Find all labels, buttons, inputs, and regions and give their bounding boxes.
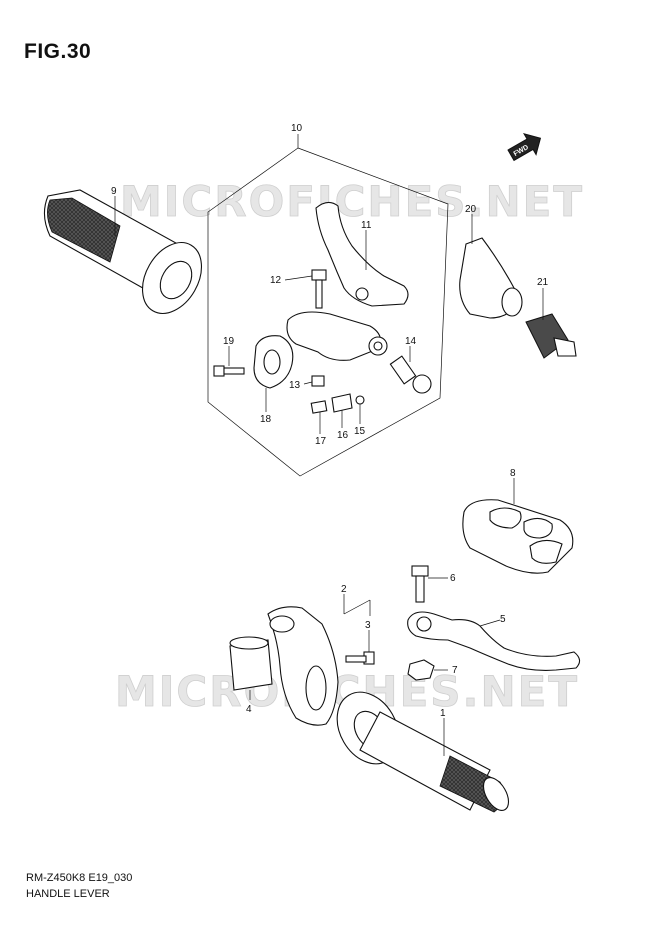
watermark-top: MICROFICHES.NET	[120, 177, 584, 226]
callout-3: 3	[365, 620, 371, 631]
bolt-part-6	[411, 565, 429, 603]
adjuster-part-14	[389, 355, 432, 394]
leader-lines	[114, 196, 544, 756]
callout-2: 2	[341, 584, 347, 595]
callout-1: 1	[440, 708, 446, 719]
callout-15: 15	[354, 426, 366, 437]
callout-18: 18	[260, 414, 272, 425]
dust-cover-part-20	[459, 237, 523, 319]
bolt-part-12	[311, 269, 327, 309]
housing-part-2	[267, 606, 339, 726]
spring-part-16	[331, 393, 353, 413]
fwd-arrow-icon: FWD	[507, 133, 542, 162]
left-grip-part-9	[43, 189, 203, 314]
lever-perch	[286, 311, 388, 361]
section-name: HANDLE LEVER	[26, 888, 110, 900]
callout-19: 19	[223, 336, 235, 347]
right-grip-part-1	[336, 691, 510, 813]
callout-13: 13	[289, 380, 301, 391]
page-title: FIG.30	[24, 40, 92, 63]
callout-21: 21	[537, 277, 549, 288]
callout-12: 12	[270, 275, 282, 286]
pin-part-17	[310, 400, 328, 414]
callout-5: 5	[500, 614, 506, 625]
callout-17: 17	[315, 436, 327, 447]
cable-adjuster-part-21	[525, 313, 577, 359]
model-code: RM-Z450K8 E19_030	[26, 872, 133, 884]
clamp-part-18	[253, 335, 294, 389]
assembly-outline-10	[207, 147, 449, 477]
callout-16: 16	[337, 430, 349, 441]
callout-20: 20	[465, 204, 477, 215]
callout-4: 4	[246, 704, 252, 715]
lever-blade-part-11	[315, 201, 409, 307]
lever-cover-part-8	[462, 499, 574, 574]
callout-10: 10	[291, 123, 303, 134]
lever-part-5	[407, 611, 581, 671]
screw-part-3	[345, 651, 375, 665]
callout-9: 9	[111, 186, 117, 197]
callout-11: 11	[361, 220, 372, 231]
callout-labels: 1 2 3 4 5 6 7 8 9 10 11 12 13 14 15 16 1…	[111, 123, 549, 719]
nut-part-7	[407, 659, 435, 681]
callout-7: 7	[452, 665, 458, 676]
callout-8: 8	[510, 468, 516, 479]
callout-6: 6	[450, 573, 456, 584]
sleeve-part-4	[229, 636, 273, 691]
nut-part-13	[311, 375, 325, 387]
callout-14: 14	[405, 336, 417, 347]
ball-part-15	[355, 395, 365, 405]
screw-part-19	[213, 365, 245, 377]
